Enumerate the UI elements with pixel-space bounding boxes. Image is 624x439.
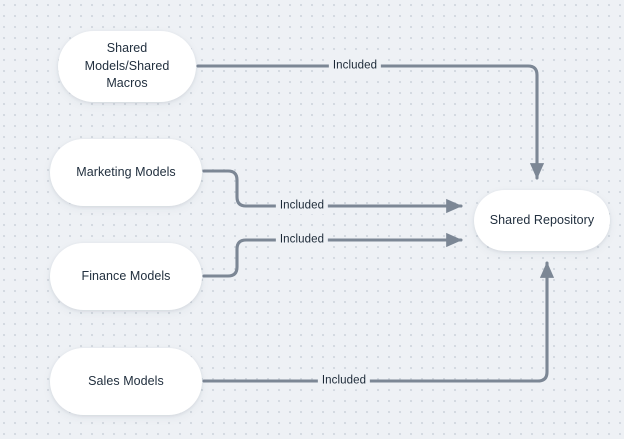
node-marketing-models-label: Marketing Models (76, 164, 176, 179)
edge-marketing-to-repository (202, 169, 463, 214)
edge-label-shared-models: Included (328, 58, 382, 74)
node-shared-repository-label: Shared Repository (489, 212, 595, 227)
node-marketing-models[interactable]: Marketing Models (50, 139, 202, 206)
node-finance-models[interactable]: Finance Models (50, 243, 202, 310)
node-sales-models[interactable]: Sales Models (50, 348, 202, 415)
edge-label-marketing: Included (275, 198, 329, 214)
node-finance-models-label: Finance Models (81, 268, 171, 283)
edge-label-sales: Included (317, 373, 371, 389)
node-shared-models-label: Shared Models/Shared Macros (84, 40, 170, 91)
node-shared-models[interactable]: Shared Models/Shared Macros (58, 31, 196, 102)
node-shared-repository[interactable]: Shared Repository (474, 190, 610, 251)
edge-shared-models-to-repository (196, 64, 545, 180)
edge-label-finance: Included (275, 232, 329, 248)
edge-finance-to-repository (202, 232, 463, 278)
edge-sales-to-repository (202, 261, 555, 383)
node-sales-models-label: Sales Models (88, 373, 164, 388)
